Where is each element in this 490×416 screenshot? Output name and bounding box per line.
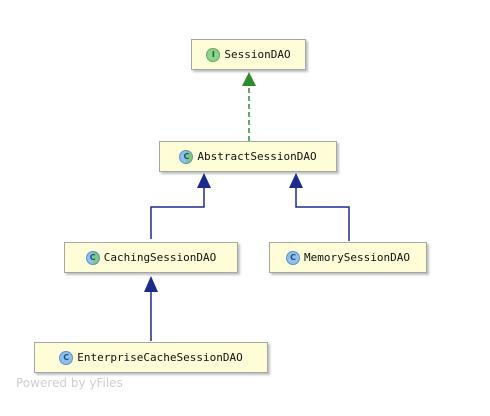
class-icon: C xyxy=(59,350,74,365)
class-icon: C xyxy=(286,250,301,265)
edge-extends-memory-to-abstract xyxy=(289,173,350,241)
node-label: MemorySessionDAO xyxy=(304,251,410,264)
node-label: AbstractSessionDAO xyxy=(197,150,317,163)
node-label: SessionDAO xyxy=(224,48,291,61)
node-abstract-session-dao[interactable]: C AbstractSessionDAO xyxy=(159,141,337,172)
node-memory-session-dao[interactable]: C MemorySessionDAO xyxy=(269,242,427,273)
yfiles-watermark: Powered by yFiles xyxy=(16,376,123,390)
node-session-dao[interactable]: I SessionDAO xyxy=(191,39,306,70)
abstract-class-icon: C xyxy=(85,250,100,265)
edge-extends-caching-to-abstract xyxy=(150,173,211,239)
node-label: CachingSessionDAO xyxy=(103,251,217,264)
interface-icon: I xyxy=(206,47,221,62)
edge-implements-abstract-to-sessiondao xyxy=(242,72,256,141)
node-enterprise-cache-session-dao[interactable]: C EnterpriseCacheSessionDAO xyxy=(34,342,268,373)
node-label: EnterpriseCacheSessionDAO xyxy=(77,351,243,364)
node-caching-session-dao[interactable]: C CachingSessionDAO xyxy=(64,242,238,273)
abstract-class-icon: C xyxy=(179,149,194,164)
edge-extends-enterprise-to-caching xyxy=(144,276,158,341)
